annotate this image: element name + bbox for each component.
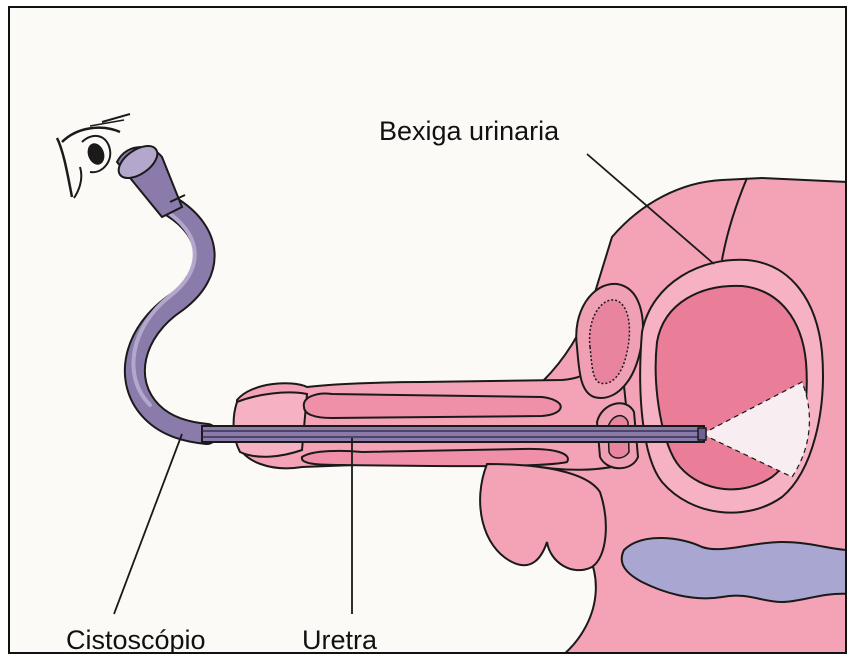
urethra-label: Uretra — [302, 625, 378, 654]
corpus-cavernosum — [304, 394, 561, 418]
scrotum — [480, 464, 606, 570]
corpus-spongiosum — [302, 449, 568, 466]
cystoscopy-diagram: Bexiga urinaria Cistoscópio Uretra — [10, 8, 847, 654]
observer-eye-icon — [57, 114, 130, 198]
cystoscope-leader-line — [114, 434, 182, 614]
bladder-label: Bexiga urinaria — [379, 116, 560, 146]
cystoscope-rigid-shaft — [202, 426, 704, 442]
cystoscope-tip — [698, 428, 706, 440]
cystoscope-label: Cistoscópio — [66, 625, 206, 654]
figure-frame: Bexiga urinaria Cistoscópio Uretra — [8, 6, 847, 654]
glans — [234, 392, 307, 456]
